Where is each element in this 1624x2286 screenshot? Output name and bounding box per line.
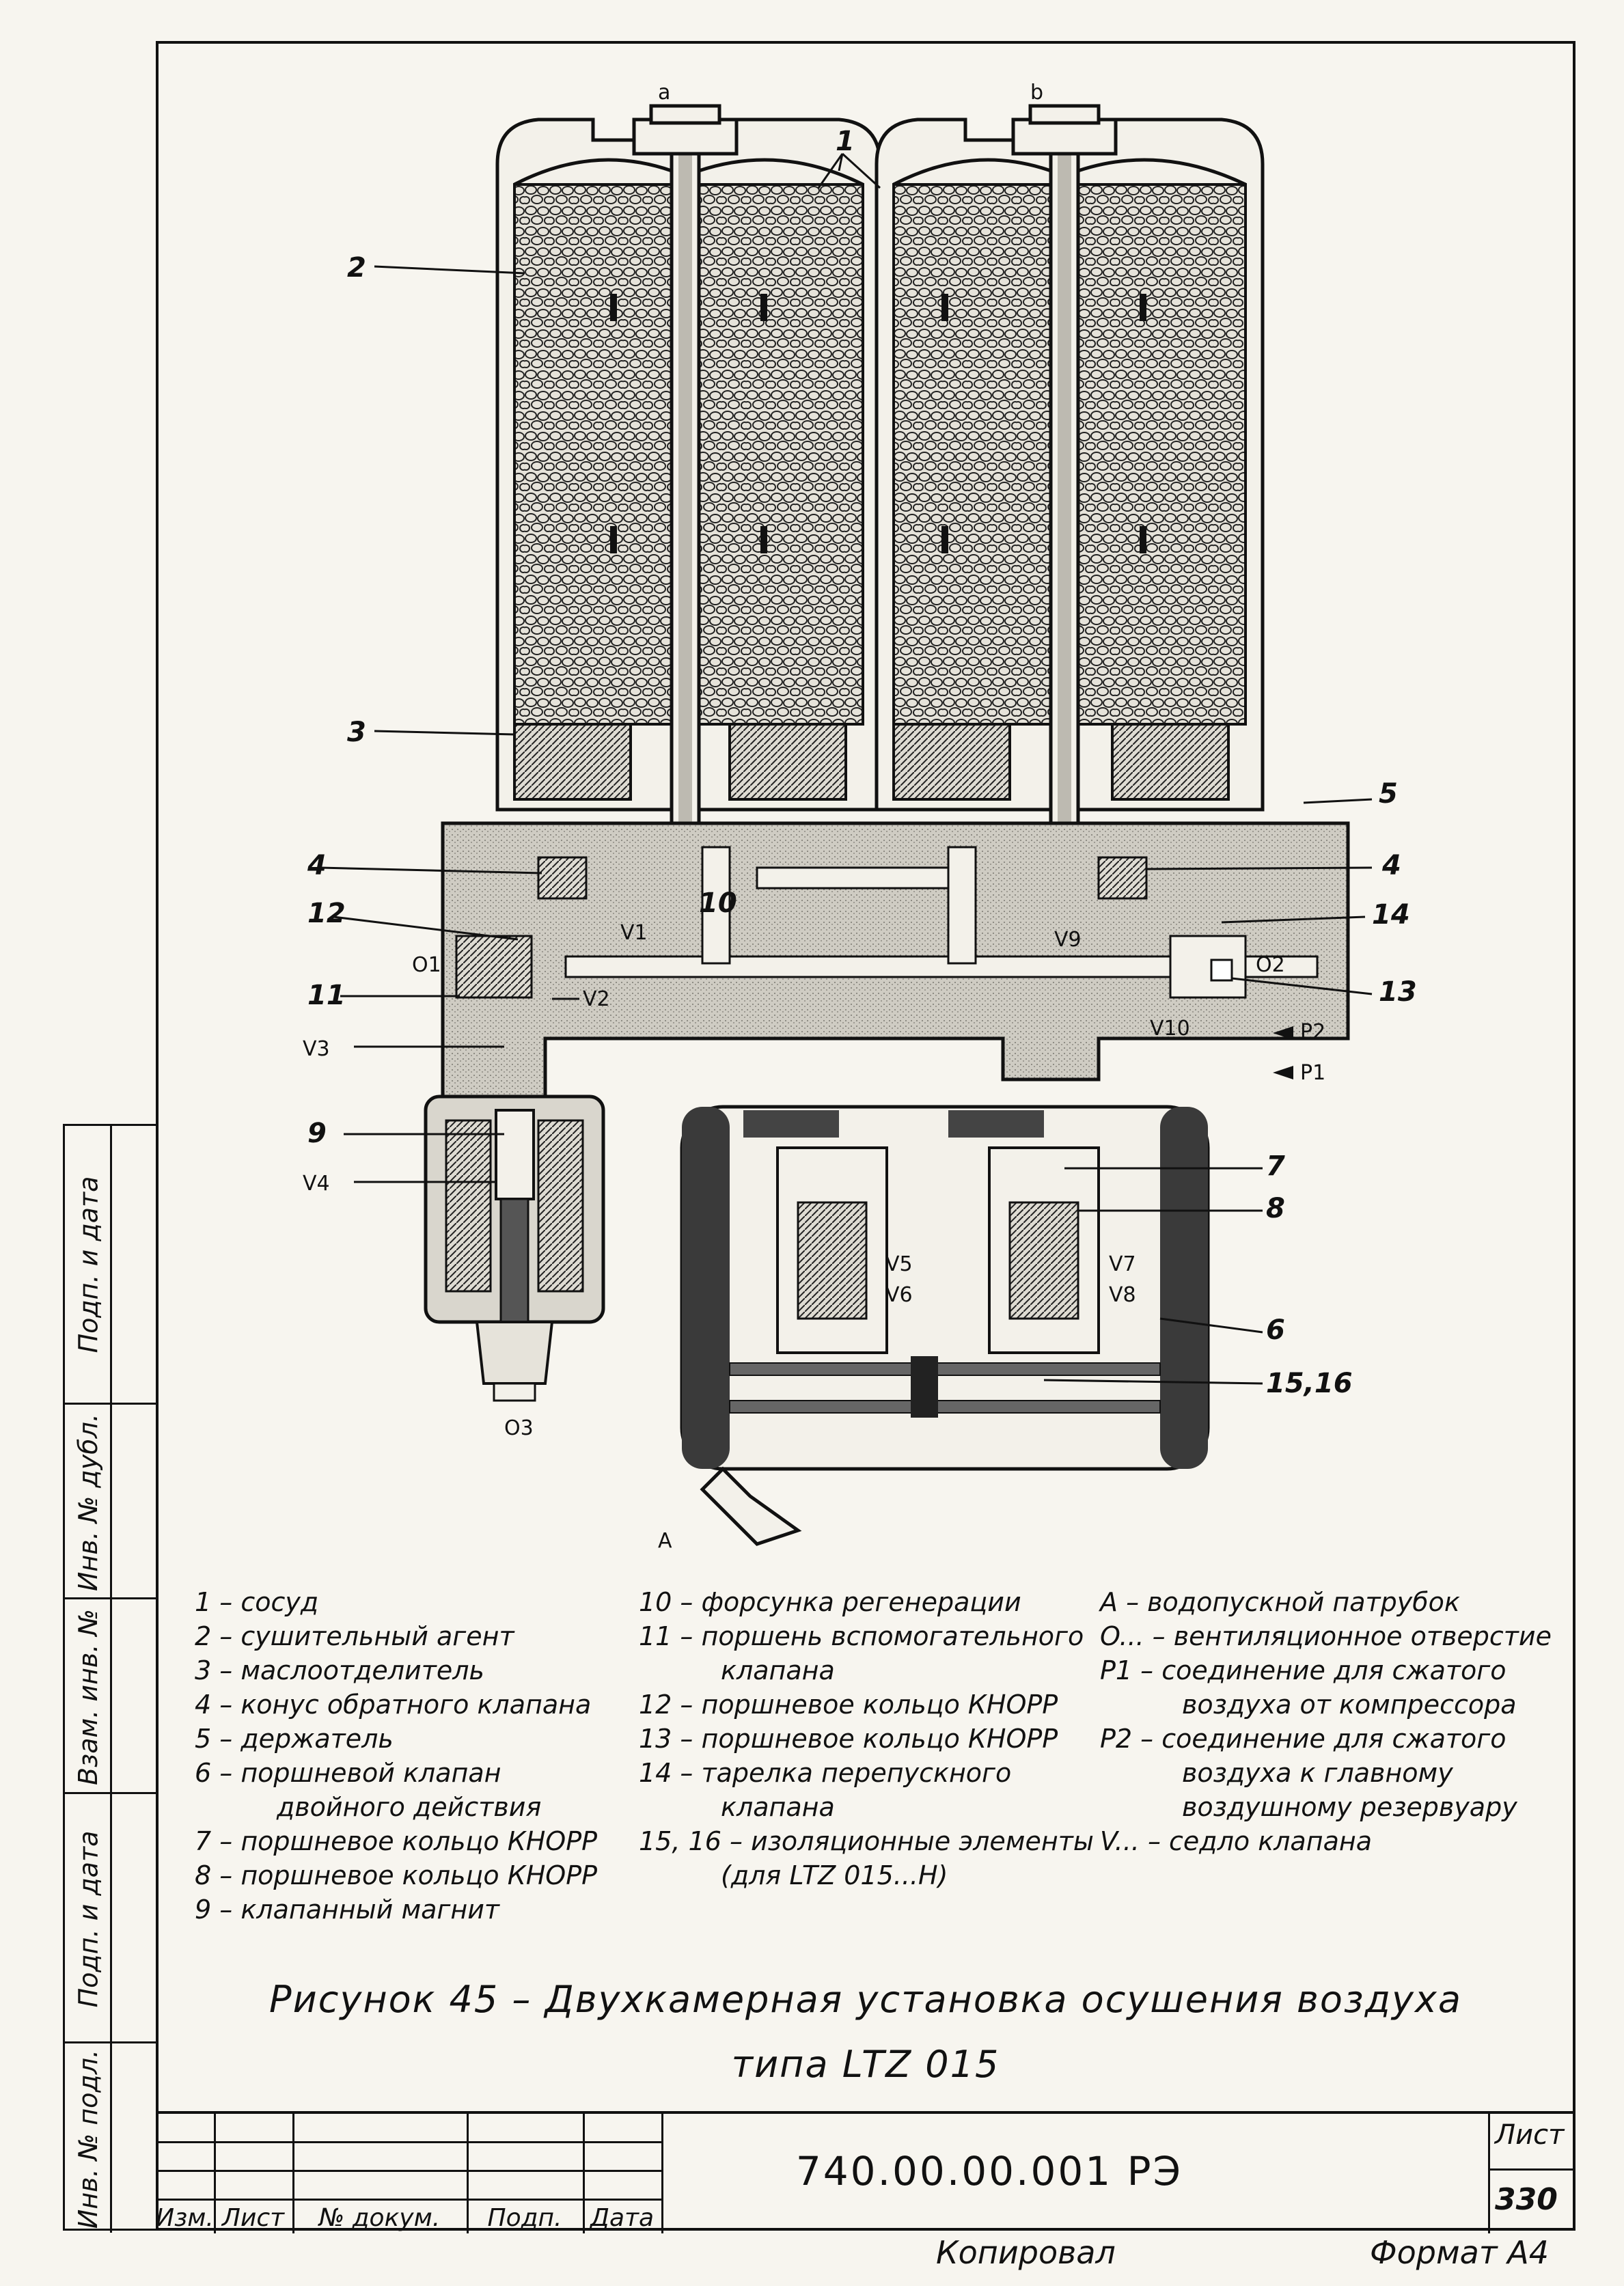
legend-item: 13 – поршневое кольцо КНОРР [639,1724,1058,1754]
callout-11: 11 [307,980,346,1011]
legend-item: 2 – сушительный агент [195,1621,514,1651]
callout-9: 9 [307,1118,327,1149]
drawing-frame [156,41,1575,2231]
callout-7: 7 [1266,1151,1285,1182]
margin-label: Подп. и дата [73,1176,104,1353]
label-v4: V4 [303,1172,330,1196]
figure-caption-line-2: типа LTZ 015 [731,2043,1000,2086]
margin-label: Взам. инв. № [73,1608,104,1785]
sheet-number: 330 [1495,2182,1558,2217]
vessel-left [495,104,882,955]
legend-column-2: 10 – форсунка регенерации 11 – поршень в… [639,1585,1094,1892]
label-p2: P2 [1300,1020,1325,1044]
legend-item-continuation: воздушному резервуару [1182,1792,1517,1822]
margin-label: Инв. № дубл. [73,1413,103,1591]
label-v5: V5 [885,1252,913,1276]
label-v3: V3 [303,1037,330,1061]
label-a-drain: A [658,1529,672,1553]
margin-cell-orig-inv: Инв. № подл. [65,2041,158,2233]
callout-2: 2 [347,252,366,284]
sheet-label: Лист [1495,2119,1565,2151]
label-v8: V8 [1109,1283,1136,1307]
footer-format: Формат А4 [1370,2234,1549,2271]
legend-column-3: A – водопускной патрубок O... – вентиляц… [1100,1585,1552,1858]
holder-body [441,821,1350,1099]
margin-label: Подп. и дата [73,1830,104,2007]
air-dryer-diagram: 1 2 3 4 5 4 12 14 [156,41,1575,1571]
callout-10: 10 [699,887,737,919]
callout-8: 8 [1266,1193,1285,1224]
legend-item-continuation: (для LTZ 015...H) [721,1860,948,1890]
callout-14: 14 [1372,899,1410,931]
callout-15-16: 15,16 [1266,1368,1353,1399]
label-v9: V9 [1054,928,1082,952]
footer-copied: Копировал [936,2234,1116,2271]
title-block-col-change: Изм. [156,2204,214,2232]
port-labels: a b O1 O2 O3 V1 V2 V3 V4 V5 V6 V7 V8 V9 … [303,81,1325,1553]
callout-12: 12 [307,898,346,929]
callout-1: 1 [836,126,855,157]
label-o1: O1 [412,953,441,977]
legend-item: 6 – поршневой клапан [195,1758,501,1788]
callout-13: 13 [1379,976,1417,1008]
legend-item: 8 – поршневое кольцо КНОРР [195,1860,598,1890]
label-v6: V6 [885,1283,913,1307]
legend-item: 1 – сосуд [195,1587,319,1617]
margin-stamp-column: Подп. и дата Инв. № дубл. Взам. инв. № П… [63,1124,158,2233]
legend-item: O... – вентиляционное отверстие [1100,1621,1552,1651]
legend-item-continuation: двойного действия [277,1792,542,1822]
document-number: 740.00.00.001 РЭ [795,2148,1183,2194]
title-block: Изм. Лист № докум. Подп. Дата 740.00.00.… [156,2111,1575,2233]
legend-item-continuation: воздуха к главному [1182,1758,1453,1788]
legend-item: 10 – форсунка регенерации [639,1587,1021,1617]
callout-6: 6 [1266,1314,1285,1346]
margin-cell-replace-inv: Взам. инв. № [65,1597,158,1792]
legend-item-continuation: клапана [721,1655,835,1685]
margin-cell-dup-inv: Инв. № дубл. [65,1403,158,1597]
title-block-col-sheet: Лист [221,2204,285,2232]
title-block-col-date: Дата [590,2204,655,2232]
legend-item-continuation: клапана [721,1792,835,1822]
vessel-right [875,104,1265,955]
callout-3: 3 [347,717,366,748]
legend-column-1: 1 – сосуд 2 – сушительный агент 3 – масл… [195,1585,597,1927]
legend-item: A – водопускной патрубок [1100,1587,1460,1617]
figure-caption-line-1: Рисунок 45 – Двухкамерная установка осуш… [269,1978,1462,2021]
legend-item-continuation: воздуха от компрессора [1182,1690,1517,1720]
label-v7: V7 [1109,1252,1136,1276]
piston-valve-housing [680,1105,1210,1546]
margin-label: Инв. № подл. [73,2049,104,2229]
legend-item: 14 – тарелка перепускного [639,1758,1012,1788]
solenoid-valve [424,1094,605,1402]
margin-cell-sign-date-2: Подп. и дата [65,1792,158,2041]
label-o2: O2 [1256,953,1285,977]
title-block-col-sign: Подп. [487,2204,562,2232]
legend-item: 12 – поршневое кольцо КНОРР [639,1690,1058,1720]
legend-item: 3 – маслоотделитель [195,1655,484,1685]
title-block-col-doc: № докум. [318,2204,441,2232]
callout-4-left: 4 [307,850,327,881]
callout-4-right: 4 [1381,850,1401,881]
label-v2: V2 [583,987,610,1011]
legend-item: 4 – конус обратного клапана [195,1690,592,1720]
legend-item: P1 – соединение для сжатого [1100,1655,1506,1685]
label-o3: O3 [504,1416,534,1440]
label-b: b [1030,81,1043,105]
legend-item: 15, 16 – изоляционные элементы [639,1826,1094,1856]
legend-item: 11 – поршень вспомогательного [639,1621,1084,1651]
legend-item: P2 – соединение для сжатого [1100,1724,1506,1754]
label-v10: V10 [1150,1017,1190,1041]
legend-item: V... – седло клапана [1100,1826,1372,1856]
legend-item: 9 – клапанный магнит [195,1895,500,1925]
legend-item: 5 – держатель [195,1724,394,1754]
label-a: a [658,81,670,105]
callout-5: 5 [1379,778,1398,810]
label-p1: P1 [1300,1061,1325,1085]
callouts: 1 2 3 4 5 4 12 14 [307,126,1417,1399]
margin-cell-sign-date-1: Подп. и дата [65,1126,158,1403]
label-v1: V1 [620,921,648,945]
legend-item: 7 – поршневое кольцо КНОРР [195,1826,598,1856]
